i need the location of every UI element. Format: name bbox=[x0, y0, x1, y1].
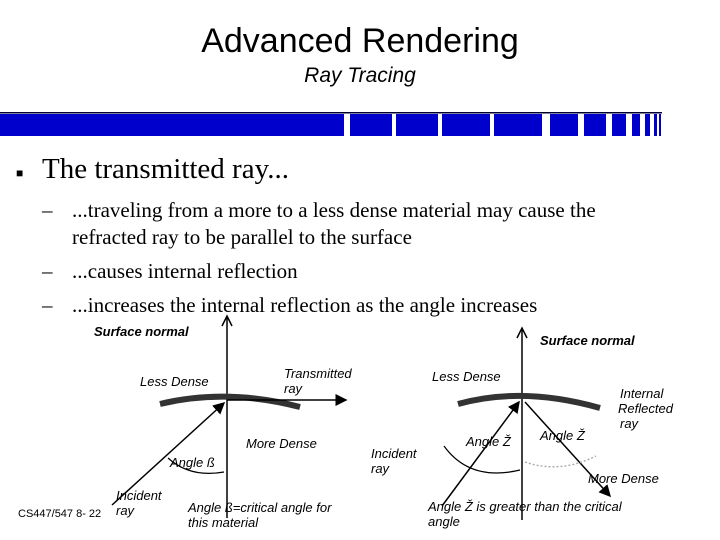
right-normal-arrowhead bbox=[516, 326, 528, 339]
sub-bullet-1-line-2: refracted ray to be parallel to the surf… bbox=[72, 225, 412, 249]
left-surface-curve bbox=[159, 393, 301, 410]
left-more-dense-label: More Dense bbox=[246, 436, 317, 451]
right-surface-normal-label: Surface normal bbox=[540, 333, 635, 348]
left-incident-ray-label-2: ray bbox=[116, 503, 135, 518]
page-subtitle: Ray Tracing bbox=[304, 64, 416, 87]
bullet-square-icon: ■ bbox=[16, 166, 24, 180]
left-normal-arrowhead bbox=[221, 314, 233, 327]
left-transmitted-ray-label-1: Transmitted bbox=[284, 366, 352, 381]
right-angle-left-label: Angle Ž bbox=[466, 434, 511, 449]
main-bullet: The transmitted ray... bbox=[42, 153, 289, 185]
sub-bullet-1-line-1: ...traveling from a more to a less dense… bbox=[72, 198, 596, 222]
sub-bullet-3: ...increases the internal reflection as … bbox=[72, 293, 538, 317]
left-incident-ray bbox=[111, 401, 226, 506]
left-incident-ray-label-1: Incident bbox=[116, 488, 162, 503]
right-surface-curve bbox=[457, 392, 601, 411]
left-less-dense-label: Less Dense bbox=[140, 374, 209, 389]
right-angle-arc-left bbox=[443, 445, 521, 474]
left-angle-label: Angle ß bbox=[170, 455, 215, 470]
left-transmitted-ray-label-2: ray bbox=[284, 381, 303, 396]
decorative-header-bar bbox=[0, 112, 662, 136]
left-surface-normal-label: Surface normal bbox=[94, 324, 189, 339]
right-caption-line-1: Angle Ž is greater than the critical bbox=[428, 499, 622, 514]
right-angle-right-label: Angle Ž bbox=[540, 428, 585, 443]
sub-bullet-dash: – bbox=[42, 198, 53, 222]
right-caption-line-2: angle bbox=[428, 514, 460, 529]
right-incident-ray bbox=[441, 400, 520, 507]
sub-bullet-2: ...causes internal reflection bbox=[72, 259, 298, 283]
page-title: Advanced Rendering bbox=[201, 22, 519, 60]
left-angle-arc bbox=[167, 457, 225, 474]
right-incident-ray-label-2: ray bbox=[371, 461, 390, 476]
right-more-dense-label: More Dense bbox=[588, 471, 659, 486]
right-incident-ray-label-1: Incident bbox=[371, 446, 417, 461]
right-reflected-ray-label-1: Internal bbox=[620, 386, 664, 401]
right-less-dense-label: Less Dense bbox=[432, 369, 501, 384]
right-reflected-ray bbox=[524, 401, 612, 498]
left-caption-line-1: Angle ß=critical angle for bbox=[188, 500, 332, 515]
right-reflected-ray-label-2: Reflected bbox=[618, 401, 673, 416]
left-caption-line-2: this material bbox=[188, 515, 259, 530]
right-angle-arc-right bbox=[524, 455, 597, 468]
sub-bullet-dash: – bbox=[42, 259, 53, 283]
sub-bullet-dash: – bbox=[42, 293, 53, 317]
slide-footer: CS447/547 8- 22 bbox=[18, 508, 102, 520]
right-reflected-ray-label-3: ray bbox=[620, 416, 639, 431]
